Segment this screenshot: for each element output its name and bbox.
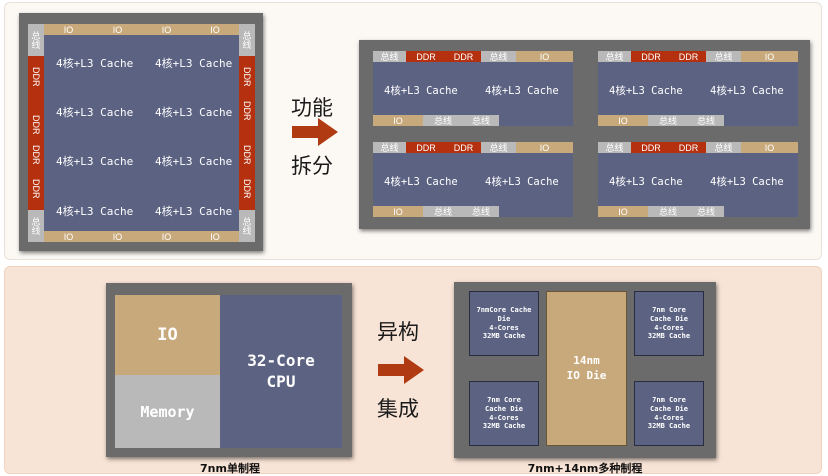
- io-label: IO: [210, 24, 220, 35]
- bus-block: 总线: [688, 115, 724, 126]
- io-strip-top: [44, 24, 239, 35]
- io-block: IO: [516, 51, 573, 62]
- bus-block: 总线: [423, 115, 463, 126]
- ddr-label: DDR: [31, 115, 41, 135]
- ddr-block: DDR: [446, 142, 481, 153]
- bus-block: 总线: [598, 142, 631, 153]
- ddr-block: DDR: [631, 51, 671, 62]
- core-label: 4核+L3 Cache: [56, 205, 134, 218]
- ddr-label: DDR: [242, 101, 252, 121]
- core-label: 4核+L3 Cache: [710, 176, 784, 188]
- core-label: 4核+L3 Cache: [485, 85, 559, 97]
- ddr-label: DDR: [31, 179, 41, 199]
- core-label: 4核+L3 Cache: [609, 85, 683, 97]
- right-arrow-icon: [292, 118, 338, 146]
- core-cache-die: 7nm Core Cache Die 4-Cores 32MB Cache: [634, 381, 704, 446]
- io-strip-bottom: [44, 231, 239, 242]
- bus-block: 总线: [239, 24, 255, 56]
- ddr-label: DDR: [31, 145, 41, 165]
- split-chip-tile: 总线 DDR DDR 总线 IO 4核+L3 Cache 4核+L3 Cache…: [598, 51, 798, 126]
- core-label: 4核+L3 Cache: [485, 176, 559, 188]
- io-block: IO: [373, 115, 423, 126]
- ddr-block: DDR: [406, 51, 446, 62]
- io-label: IO: [112, 231, 123, 242]
- io-label: IO: [161, 231, 172, 242]
- core-label: 4核+L3 Cache: [155, 106, 233, 119]
- core-label: 4核+L3 Cache: [56, 57, 134, 70]
- bus-block: 总线: [463, 206, 499, 217]
- core-cache-die: 7nm Core Cache Die 4-Cores 32MB Cache: [634, 291, 704, 356]
- bus-block: 总线: [648, 206, 688, 217]
- ddr-label: DDR: [242, 67, 252, 87]
- ddr-block: DDR: [671, 142, 706, 153]
- ddr-block: DDR: [671, 51, 706, 62]
- bus-block: 总线: [648, 115, 688, 126]
- ddr-strip-left: [28, 56, 44, 210]
- io-block: IO: [373, 206, 423, 217]
- core-label: 4核+L3 Cache: [384, 176, 458, 188]
- bus-block: 总线: [373, 142, 406, 153]
- ddr-label: DDR: [31, 67, 41, 87]
- ddr-label: DDR: [242, 179, 252, 199]
- bus-block: 总线: [688, 206, 724, 217]
- bus-block: 总线: [423, 206, 463, 217]
- bus-block: 总线: [28, 24, 44, 56]
- core-label: 4核+L3 Cache: [56, 106, 134, 119]
- arrow-label-top: 异构: [377, 320, 419, 344]
- caption-single-process: 7nm单制程: [200, 462, 260, 475]
- core-label: 4核+L3 Cache: [710, 85, 784, 97]
- ddr-label: DDR: [242, 145, 252, 165]
- core-label: 4核+L3 Cache: [155, 205, 233, 218]
- io-block: IO: [741, 142, 798, 153]
- io-label: IO: [210, 231, 220, 242]
- caption-multi-process: 7nm+14nm多种制程: [527, 462, 643, 475]
- io-block: IO: [516, 142, 573, 153]
- bus-block: 总线: [481, 51, 516, 62]
- monolithic-chip-core-area: [44, 35, 239, 231]
- io-block: IO: [598, 206, 648, 217]
- split-chip-tile: 总线 DDR DDR 总线 IO 4核+L3 Cache 4核+L3 Cache…: [373, 142, 573, 217]
- arrow-label-bottom: 拆分: [291, 154, 333, 178]
- core-label: 4核+L3 Cache: [155, 155, 233, 168]
- io-region: IO: [115, 295, 220, 375]
- split-chip-tile: 总线 DDR DDR 总线 IO 4核+L3 Cache 4核+L3 Cache…: [598, 142, 798, 217]
- io-label: IO: [63, 24, 74, 35]
- arrow-label-bottom: 集成: [377, 397, 419, 421]
- bus-block: 总线: [463, 115, 499, 126]
- io-label: IO: [112, 24, 123, 35]
- core-cache-die: 7nm Core Cache Die 4-Cores 32MB Cache: [469, 381, 539, 446]
- arrow-label-top: 功能: [291, 96, 333, 120]
- ddr-block: DDR: [631, 142, 671, 153]
- ddr-strip-right: [239, 56, 255, 210]
- bus-block: 总线: [481, 142, 516, 153]
- memory-region: Memory: [115, 375, 220, 448]
- core-cache-die: 7nmCore Cache Die 4-Cores 32MB Cache: [469, 291, 539, 356]
- bus-block: 总线: [373, 51, 406, 62]
- core-label: 4核+L3 Cache: [609, 176, 683, 188]
- io-die: 14nm IO Die: [546, 291, 627, 446]
- ddr-block: DDR: [406, 142, 446, 153]
- bus-block: 总线: [706, 142, 741, 153]
- io-block: IO: [741, 51, 798, 62]
- io-label: IO: [63, 231, 74, 242]
- bus-block: 总线: [598, 51, 631, 62]
- io-label: IO: [161, 24, 172, 35]
- right-arrow-icon: [378, 356, 424, 384]
- bus-block: 总线: [239, 210, 255, 242]
- core-label: 4核+L3 Cache: [384, 85, 458, 97]
- io-block: IO: [598, 115, 648, 126]
- bus-block: 总线: [28, 210, 44, 242]
- core-label: 4核+L3 Cache: [56, 155, 134, 168]
- split-chip-tile: 总线 DDR DDR 总线 IO 4核+L3 Cache 4核+L3 Cache…: [373, 51, 573, 126]
- cpu-region: 32-Core CPU: [220, 295, 342, 448]
- ddr-block: DDR: [446, 51, 481, 62]
- bus-block: 总线: [706, 51, 741, 62]
- core-label: 4核+L3 Cache: [155, 57, 233, 70]
